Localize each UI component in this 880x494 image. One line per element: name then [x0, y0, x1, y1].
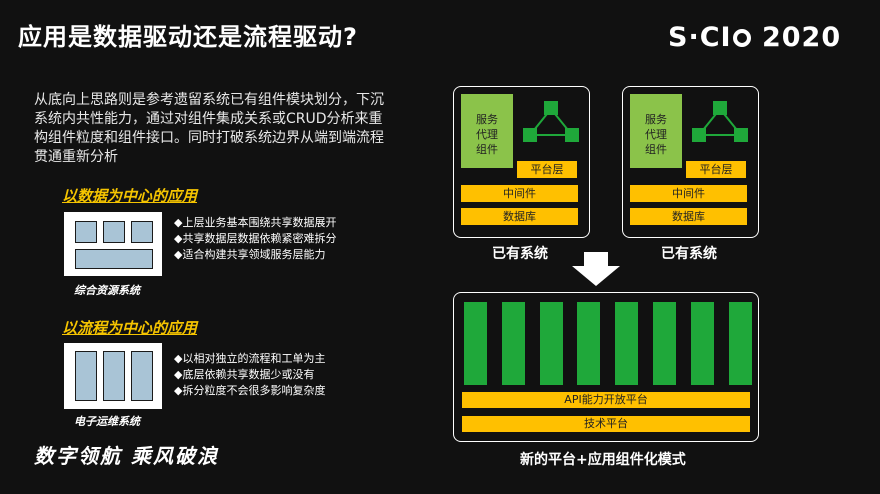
diagram-cell: [103, 221, 125, 243]
down-arrow-icon: [572, 252, 620, 286]
flow-centric-caption: 电子运维系统: [74, 415, 140, 428]
bullet-item: ◆以相对独立的流程和工单为主: [174, 352, 326, 365]
logo-ring-icon: [732, 29, 751, 47]
service-label-line: 代理: [476, 128, 498, 141]
database-layer: 数据库: [630, 208, 747, 225]
logo-text-right: 2020: [761, 22, 842, 53]
data-centric-diagram: [64, 212, 162, 276]
flow-centric-title: 以流程为中心的应用: [62, 319, 198, 337]
diagram-cell: [131, 351, 153, 401]
component-network-icon: [523, 101, 579, 142]
logo-text-left: S·CI: [668, 22, 732, 53]
bullet-item: ◆适合构建共享领域服务层能力: [174, 248, 326, 261]
app-component-bar: [728, 302, 752, 385]
existing-system-caption-right: 已有系统: [661, 246, 717, 262]
app-component-bar: [464, 302, 487, 385]
tech-platform-layer: 技术平台: [462, 416, 750, 432]
app-component-bar: [653, 302, 676, 385]
bullet-item: ◆共享数据层数据依赖紧密难拆分: [174, 232, 337, 245]
service-label-line: 组件: [476, 143, 498, 156]
diagram-cell: [75, 221, 97, 243]
existing-system-box-left: 服务 代理 组件 平台层 中间件 数据库: [453, 86, 590, 238]
bullet-item: ◆底层依赖共享数据少或没有: [174, 368, 315, 381]
diagram-cell: [131, 221, 153, 243]
flow-centric-bullets: ◆以相对独立的流程和工单为主 ◆底层依赖共享数据少或没有 ◆拆分粒度不会很多影响…: [174, 351, 325, 399]
platform-layer: 平台层: [517, 161, 577, 178]
service-label-line: 服务: [645, 113, 667, 126]
flow-centric-diagram: [64, 343, 162, 409]
existing-system-caption-left: 已有系统: [492, 246, 548, 262]
sci-2020-logo: S·CI 2020: [668, 22, 841, 53]
database-layer: 数据库: [461, 208, 578, 225]
middleware-layer: 中间件: [630, 185, 747, 202]
slogan: 数字领航 乘风破浪: [34, 444, 219, 468]
app-component-bar: [577, 302, 601, 385]
existing-system-box-right: 服务 代理 组件 平台层 中间件 数据库: [622, 86, 759, 238]
service-label-line: 代理: [645, 128, 667, 141]
new-platform-caption: 新的平台+应用组件化模式: [520, 452, 686, 468]
diagram-cell: [103, 351, 125, 401]
data-centric-caption: 综合资源系统: [74, 284, 140, 297]
diagram-cell: [75, 351, 97, 401]
bullet-item: ◆拆分粒度不会很多影响复杂度: [174, 384, 326, 397]
service-label-line: 服务: [476, 113, 498, 126]
bullet-item: ◆上层业务基本围绕共享数据展开: [174, 216, 337, 229]
app-component-bar: [501, 302, 525, 385]
api-open-platform-layer: API能力开放平台: [462, 392, 750, 408]
slide-title: 应用是数据驱动还是流程驱动?: [18, 23, 358, 51]
intro-paragraph: 从底向上思路则是参考遗留系统已有组件模块划分，下沉系统内共性能力，通过对组件集成…: [34, 92, 384, 165]
app-component-bar: [615, 302, 639, 385]
app-component-bar: [690, 302, 714, 385]
new-platform-box: API能力开放平台 技术平台: [453, 292, 759, 442]
component-network-icon: [692, 101, 748, 142]
app-component-bar: [539, 302, 563, 385]
service-proxy-component: 服务 代理 组件: [461, 94, 513, 168]
diagram-shared-data-cell: [75, 249, 153, 269]
data-centric-title: 以数据为中心的应用: [62, 187, 198, 205]
middleware-layer: 中间件: [461, 185, 578, 202]
service-proxy-component: 服务 代理 组件: [630, 94, 682, 168]
platform-layer: 平台层: [686, 161, 746, 178]
service-label-line: 组件: [645, 143, 667, 156]
data-centric-bullets: ◆上层业务基本围绕共享数据展开 ◆共享数据层数据依赖紧密难拆分 ◆适合构建共享领…: [174, 215, 336, 263]
